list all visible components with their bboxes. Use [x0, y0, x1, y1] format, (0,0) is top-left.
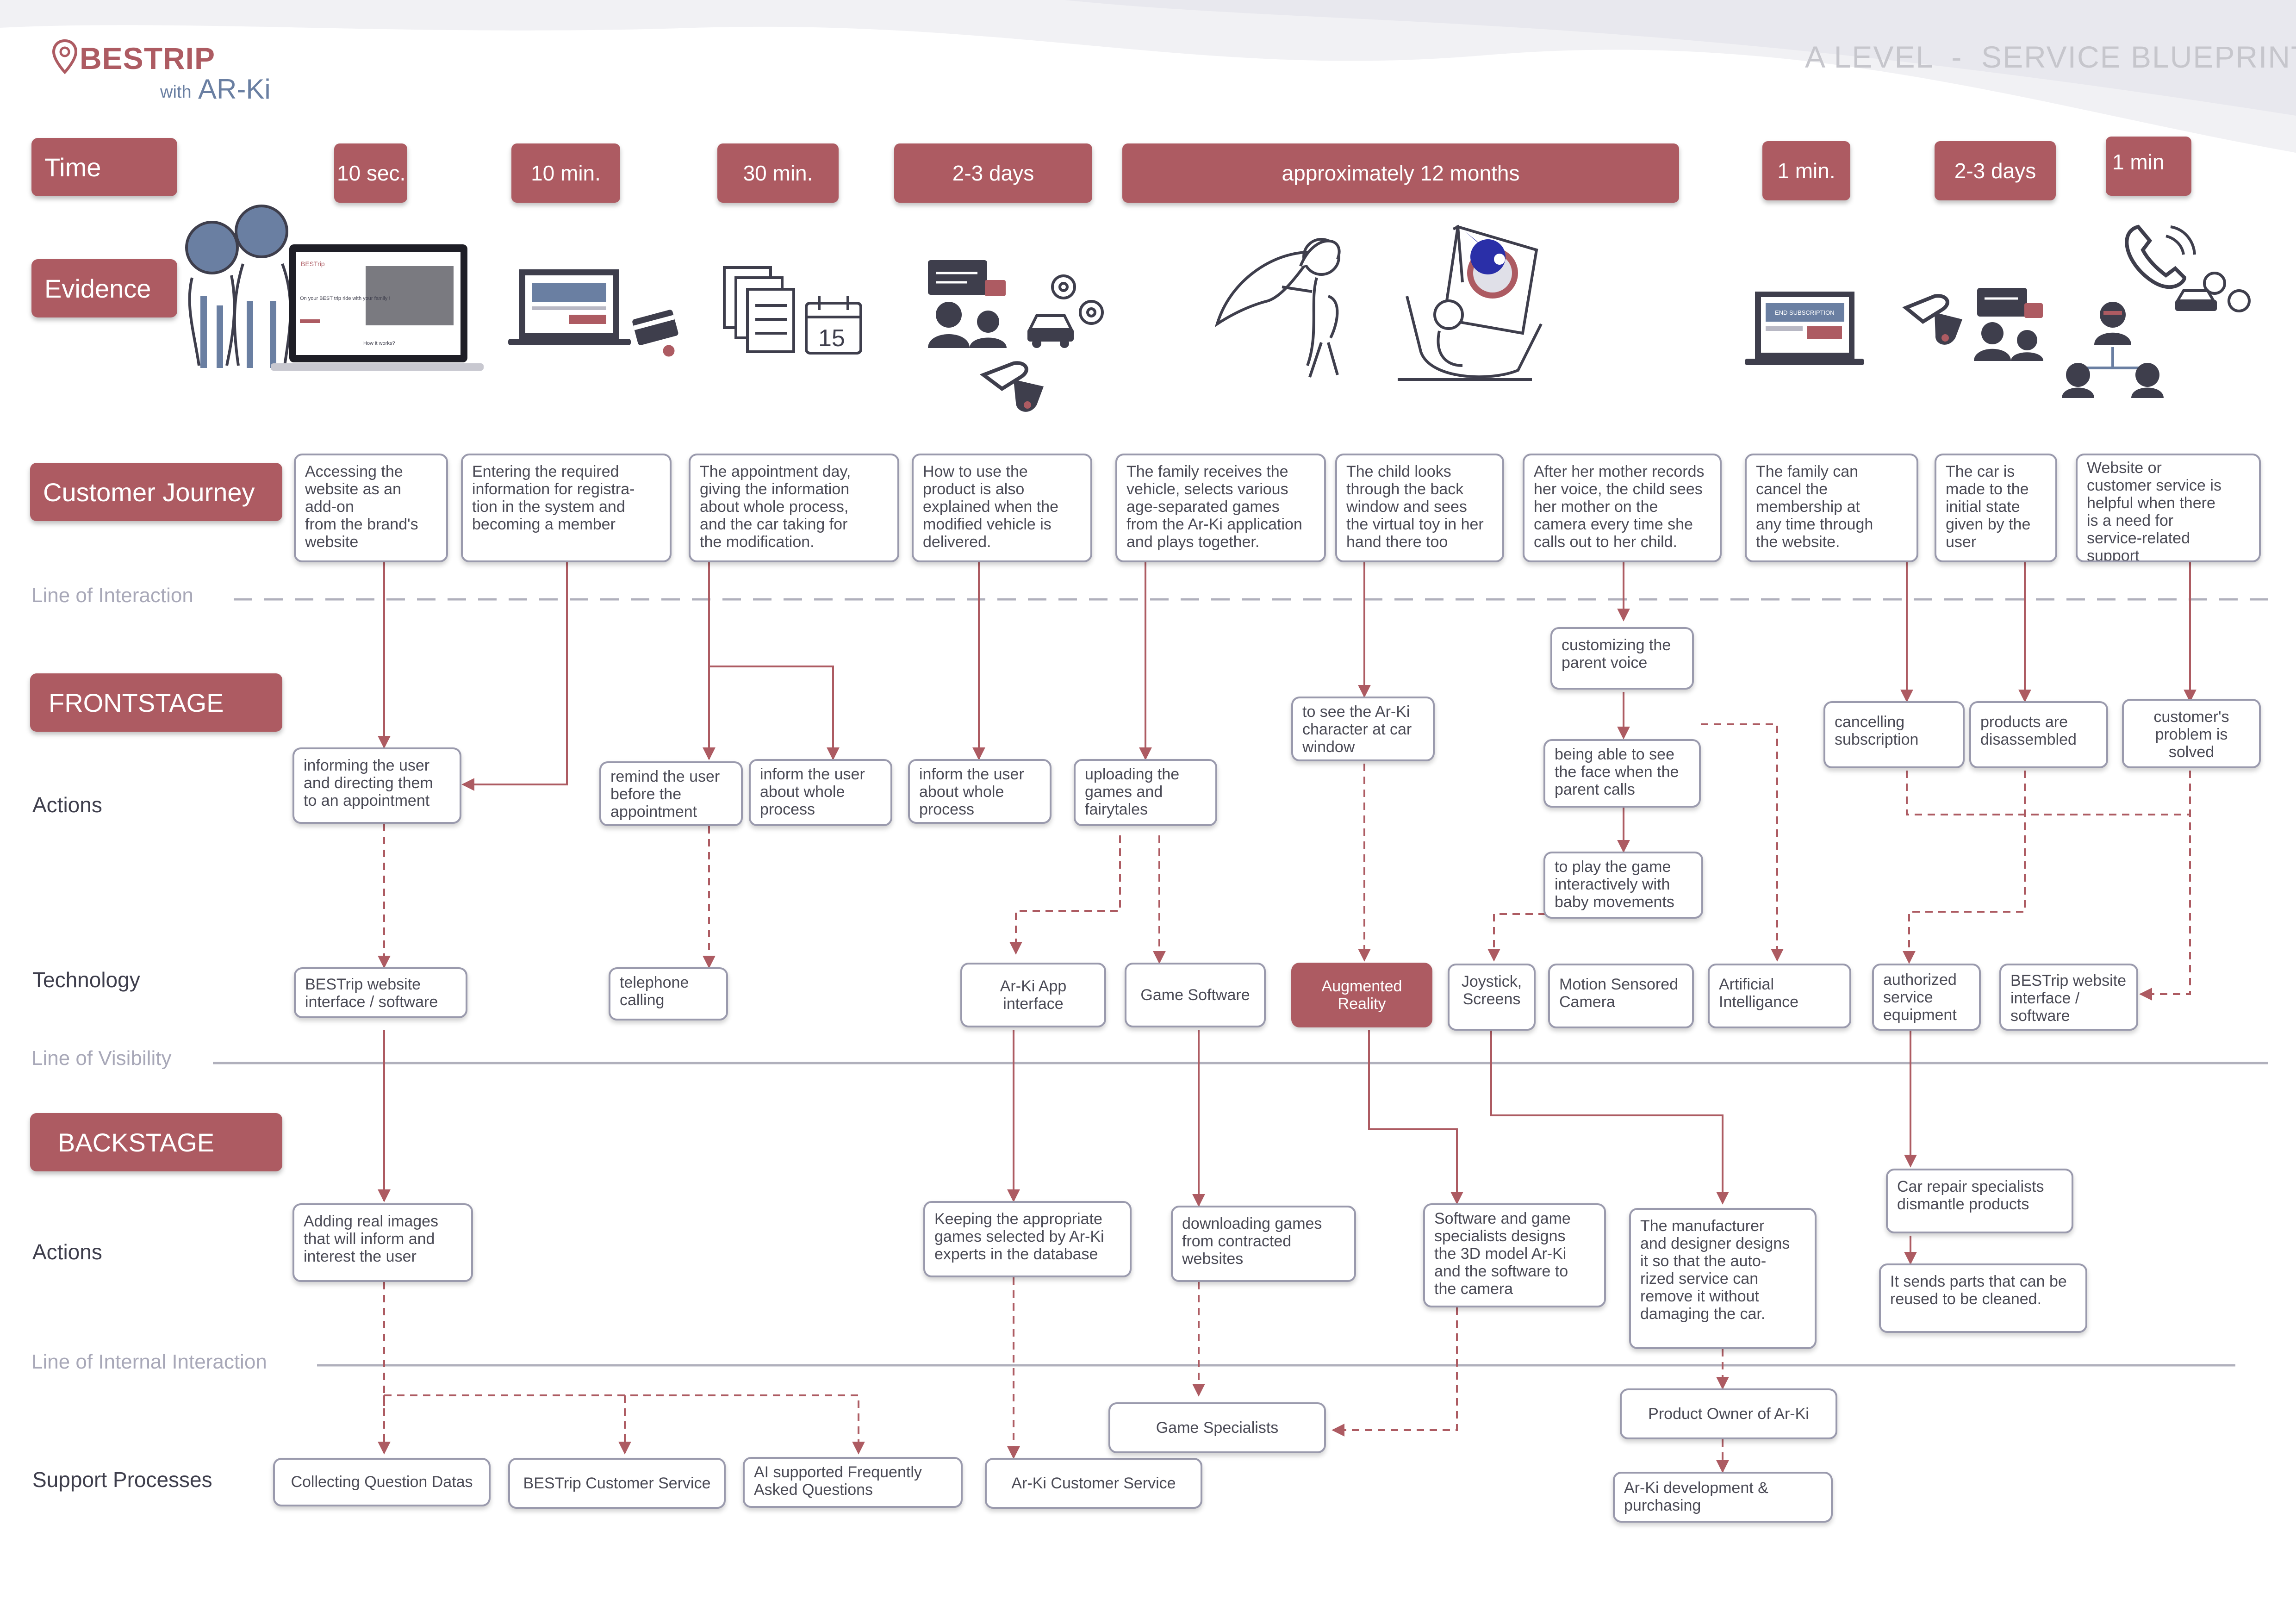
brand-with: with — [160, 82, 192, 102]
journey-step: After her mother records her voice, the … — [1523, 454, 1722, 562]
time-pill: 1 min — [2106, 137, 2191, 196]
journey-step: Accessing the website as an add-on from … — [294, 454, 448, 562]
dashed-connectors — [378, 723, 2191, 1473]
technology-item: authorized service equipment — [1872, 964, 1981, 1031]
back-action: It sends parts that can be reused to be … — [1879, 1263, 2087, 1333]
front-action: being able to see the face when the pare… — [1543, 739, 1701, 808]
back-action: Software and game specialists designs th… — [1423, 1203, 1606, 1307]
technology-item: Motion Sensored Camera — [1548, 964, 1694, 1028]
back-action: Keeping the appropriate games selected b… — [923, 1201, 1132, 1277]
time-pill: 10 sec. — [334, 143, 407, 203]
front-action: cancelling subscription — [1823, 701, 1965, 768]
end-subscription-text: END SUBSCRIPTION — [1775, 309, 1835, 316]
laptop-hero-text: On your BEST trip ride with your family … — [300, 296, 390, 301]
front-action: inform the user about whole process — [908, 759, 1052, 824]
support-process: Ar-Ki development & purchasing — [1613, 1472, 1833, 1523]
laptop-icon: BESTrip On your BEST trip ride with your… — [271, 244, 484, 371]
solid-connectors — [378, 562, 2196, 1265]
front-action: products are disassembled — [1969, 701, 2108, 768]
journey-step: The family receives the vehicle, selects… — [1115, 454, 1326, 562]
family-icon — [185, 205, 292, 368]
laptop-payment-illustration — [508, 269, 678, 358]
line-of-internal-interaction-label: Line of Internal Interaction — [31, 1350, 267, 1373]
technology-item: BESTrip website interface / software — [294, 967, 467, 1018]
journey-step: Website or customer service is helpful w… — [2076, 454, 2261, 562]
brand-name: BESTRIP — [80, 41, 216, 75]
phone-support-illustration — [2062, 224, 2251, 398]
service-meeting-illustration — [1902, 288, 2043, 361]
support-process: Product Owner of Ar-Ki — [1620, 1388, 1837, 1439]
technology-item: telephone calling — [609, 967, 728, 1020]
header-swoosh — [0, 0, 2296, 153]
time-pill: 30 min. — [717, 143, 839, 203]
support-processes-label: Support Processes — [32, 1468, 212, 1492]
time-pill: 10 min. — [511, 143, 620, 203]
time-pill: 2-3 days — [1935, 141, 2056, 200]
journey-step: The car is made to the initial state giv… — [1935, 454, 2057, 562]
laptop-question-text: How it works? — [363, 341, 395, 346]
front-action: uploading the games and fairytales — [1074, 759, 1217, 826]
support-process: Collecting Question Datas — [273, 1458, 491, 1506]
journey-step: How to use the product is also explained… — [912, 454, 1092, 562]
customer-journey-row-label: Customer Journey — [30, 463, 282, 521]
documents-calendar-illustration: 15 — [723, 266, 862, 355]
technology-item-highlighted: Augmented Reality — [1291, 963, 1432, 1027]
time-pill: 2-3 days — [894, 143, 1092, 203]
family-website-illustration: BESTrip On your BEST trip ride with your… — [185, 205, 484, 371]
technology-item: Ar-Ki App interface — [960, 963, 1106, 1027]
gear-icon — [2203, 272, 2251, 312]
technology-item: Artificial Intelligance — [1708, 964, 1851, 1028]
hand-key-icon — [979, 361, 1044, 412]
front-action: to see the Ar-Ki character at car window — [1291, 697, 1435, 761]
virtual-character-icon — [1465, 231, 1518, 299]
journey-step: The child looks through the back window … — [1335, 454, 1504, 562]
child-car-seat-illustration — [1398, 224, 1543, 381]
technology-item: Game Software — [1125, 963, 1266, 1027]
technology-item: Joystick, Screens — [1448, 964, 1536, 1031]
meeting-illustration — [928, 260, 1104, 412]
front-action: to play the game interactively with baby… — [1543, 852, 1703, 919]
front-action: customizing the parent voice — [1550, 627, 1694, 690]
line-of-visibility-label: Line of Visibility — [31, 1047, 172, 1070]
time-pill: approximately 12 months — [1122, 143, 1679, 203]
brand-sub: AR-Ki — [198, 74, 271, 105]
back-actions-label: Actions — [32, 1240, 102, 1264]
front-action: inform the user about whole process — [749, 759, 892, 826]
frontstage-label: FRONTSTAGE — [30, 673, 282, 732]
journey-step: Entering the required information for re… — [461, 454, 672, 562]
evidence-row-label: Evidence — [31, 259, 177, 317]
journey-step: The appointment day, giving the informat… — [689, 454, 899, 562]
backstage-label: BACKSTAGE — [30, 1113, 282, 1171]
support-process: BESTrip Customer Service — [508, 1458, 726, 1509]
front-action: customer's problem is solved — [2122, 699, 2261, 768]
car-icon — [2175, 289, 2217, 311]
front-action: informing the user and directing them to… — [292, 747, 461, 824]
gear-icon — [1051, 274, 1104, 325]
journey-step: The family can cancel the membership at … — [1745, 454, 1918, 562]
car-icon — [1027, 314, 1074, 348]
child-kite-illustration — [1214, 238, 1341, 378]
support-process: Game Specialists — [1108, 1402, 1326, 1453]
front-action: remind the user before the appointment — [599, 761, 743, 826]
technology-item: BESTrip website interface / software — [1999, 964, 2138, 1031]
support-process: AI supported Frequently Asked Questions — [743, 1457, 963, 1508]
laptop-logo-text: BESTrip — [301, 260, 325, 268]
back-action: downloading games from contracted websit… — [1171, 1206, 1356, 1282]
technology-label: Technology — [32, 968, 140, 992]
time-pill: 1 min. — [1762, 141, 1850, 200]
back-action: The manufacturer and designer designs it… — [1629, 1208, 1817, 1349]
location-pin-icon — [52, 39, 78, 75]
page-title: A LEVEL - SERVICE BLUEPRINT — [1805, 40, 2296, 74]
front-actions-label: Actions — [32, 793, 102, 817]
line-of-interaction-label: Line of Interaction — [31, 584, 193, 607]
laptop-end-subscription-illustration: END SUBSCRIPTION — [1745, 292, 1864, 365]
back-action: Car repair specialists dismantle product… — [1886, 1169, 2073, 1233]
calendar-day-text: 15 — [818, 325, 845, 352]
brand-logo: BESTRIP with AR-Ki — [51, 37, 282, 105]
time-row-label: Time — [31, 138, 177, 196]
back-action: Adding real images that will inform and … — [292, 1203, 473, 1282]
support-process: Ar-Ki Customer Service — [985, 1458, 1202, 1509]
